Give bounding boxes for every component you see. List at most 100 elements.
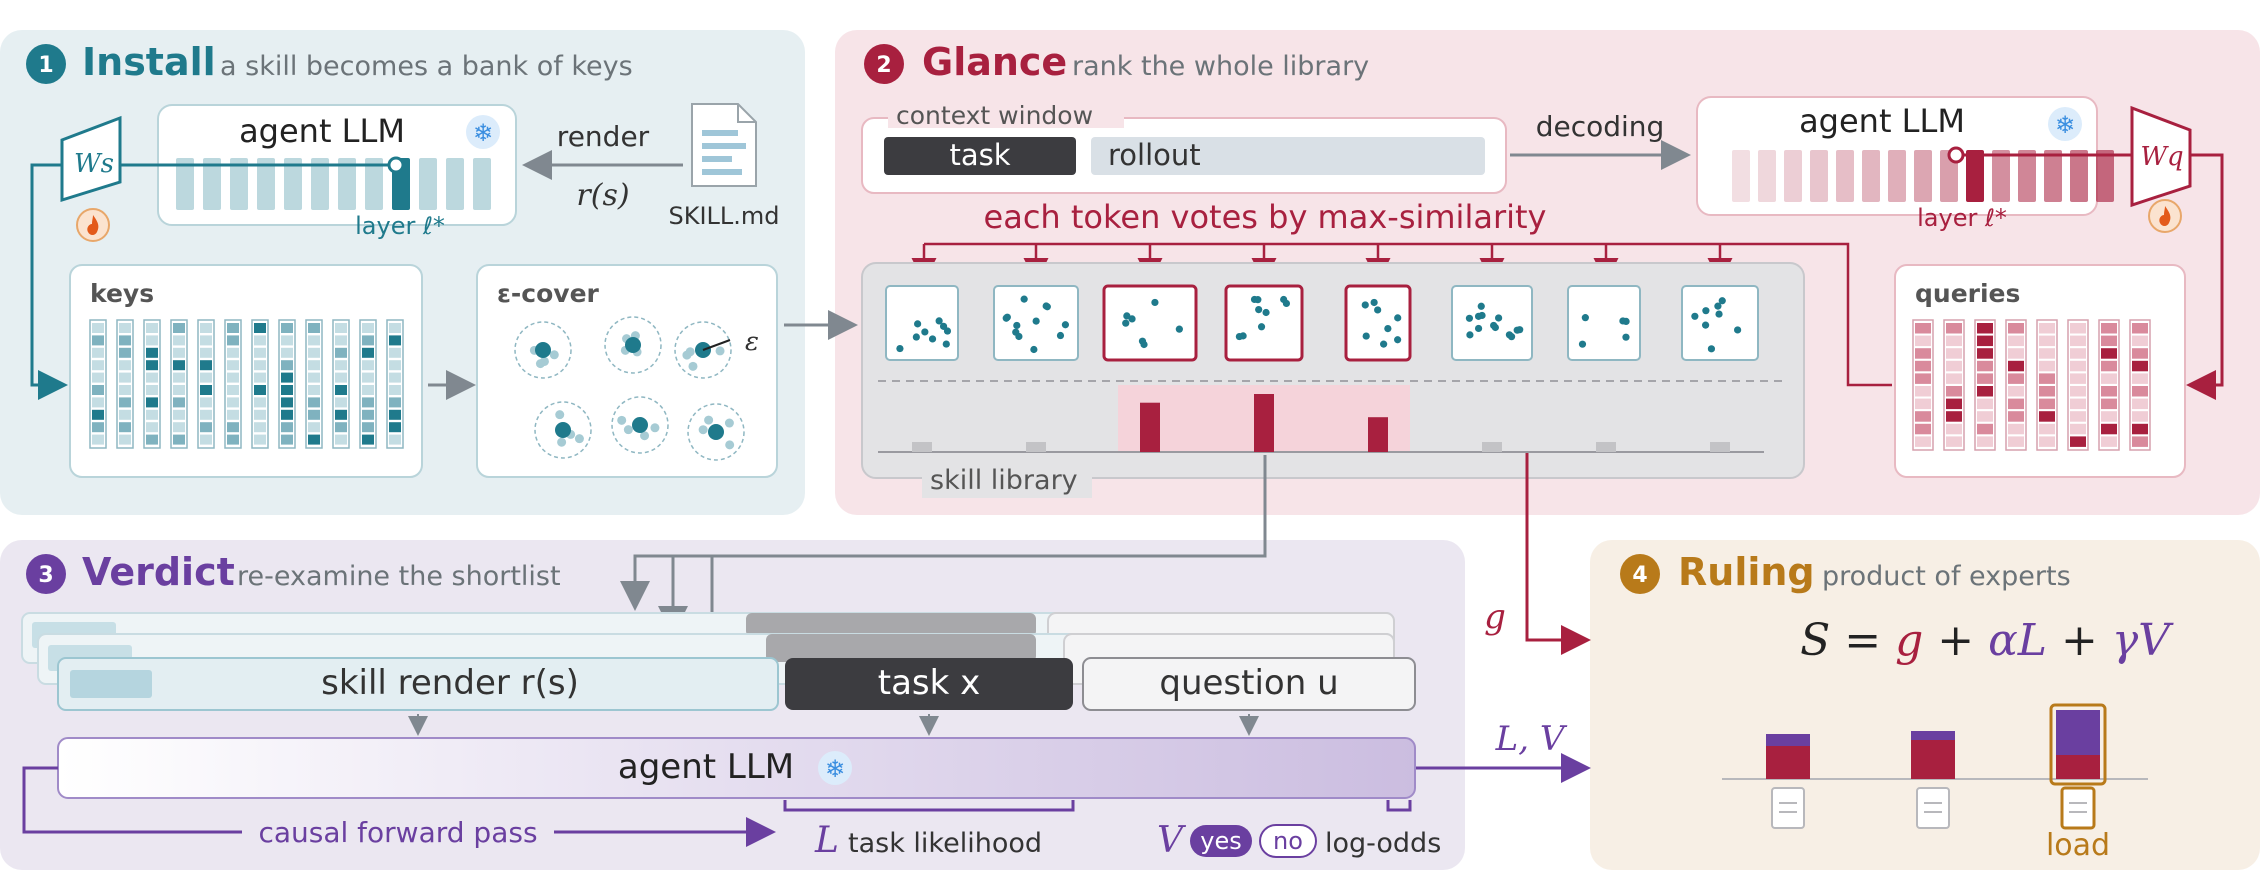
layer-token-bar (1732, 150, 1750, 202)
key-cell (227, 335, 239, 346)
key-cell (200, 409, 212, 420)
key-cell (200, 323, 212, 333)
query-cell (2070, 386, 2086, 397)
key-dot (1123, 312, 1131, 320)
key-cell (308, 434, 320, 445)
query-cell (2008, 323, 2024, 334)
key-dot (1255, 306, 1263, 314)
key-cell (335, 409, 347, 420)
skill-library: skill library (861, 262, 1805, 498)
query-cell (1977, 398, 1993, 410)
r-s-label: r(s) (576, 178, 629, 213)
epsilon-cover-label: ε-cover (497, 279, 600, 308)
key-cell (254, 347, 266, 358)
query-cell (2132, 411, 2148, 422)
query-cell (2008, 398, 2024, 410)
key-cell (335, 385, 347, 395)
key-cell (281, 397, 293, 408)
key-cell (389, 335, 401, 346)
key-cell (200, 360, 212, 371)
query-cell (1915, 436, 1931, 447)
key-dot (1361, 301, 1369, 309)
key-cell (362, 434, 374, 445)
key-dot (1254, 296, 1262, 304)
skill-card (1224, 284, 1304, 362)
key-dot (921, 328, 929, 336)
key-cell (146, 372, 158, 383)
key-dot (1701, 321, 1710, 329)
install-layer-label: layer ℓ* (355, 212, 445, 240)
key-cell (362, 323, 374, 333)
context-window: context window task rollout (861, 101, 1507, 194)
cover-center (632, 417, 648, 433)
query-cell (2070, 323, 2086, 334)
key-cell (119, 323, 131, 333)
key-cell (173, 347, 185, 358)
layer-token-bar (1888, 150, 1906, 202)
key-dot (1394, 314, 1402, 322)
key-cell (92, 360, 104, 371)
query-cell (1977, 323, 1993, 334)
query-cell (2070, 360, 2086, 372)
query-cell (1977, 335, 1993, 347)
keys-box: keys (69, 264, 423, 478)
key-cell (335, 323, 347, 333)
rollout-token-label: rollout (1108, 138, 1201, 172)
layer-token-bar (446, 158, 464, 210)
cover-center (708, 424, 724, 440)
query-cell (1946, 323, 1962, 334)
key-cell (281, 335, 293, 346)
layer-token-bar (284, 158, 302, 210)
query-cell (2070, 348, 2086, 359)
key-cell (362, 422, 374, 433)
query-cell (2101, 335, 2117, 347)
no-label: no (1273, 827, 1303, 855)
query-cell (1915, 360, 1931, 372)
query-cell (2101, 411, 2117, 422)
cover-point (555, 410, 565, 420)
cover-point (574, 434, 584, 444)
key-dot (1043, 303, 1051, 311)
key-cell (362, 385, 374, 395)
query-cell (1977, 360, 1993, 372)
key-cell (281, 372, 293, 383)
key-cell (389, 434, 401, 445)
query-cell (1977, 411, 1993, 422)
verdict-subtitle: re-examine the shortlist (237, 561, 561, 592)
query-cell (2101, 423, 2117, 435)
verdict-number: 3 (38, 563, 53, 588)
key-cell (173, 372, 185, 383)
cover-point (698, 425, 708, 435)
formula-eq: = (1830, 615, 1895, 666)
query-cell (2101, 360, 2117, 372)
layer-token-bar (176, 158, 194, 210)
key-dot (935, 317, 943, 325)
ruling-title: Ruling (1678, 550, 1815, 594)
layer-token-bar (1784, 150, 1802, 202)
key-cell (146, 347, 158, 358)
key-cell (119, 397, 131, 408)
formula-plus2: + (2047, 615, 2112, 666)
votes-label: each token votes by max-similarity (984, 198, 1547, 236)
key-dot (1516, 326, 1524, 334)
formula-gV: γV (2112, 615, 2174, 666)
key-cell (335, 372, 347, 383)
query-cell (2070, 373, 2086, 384)
key-cell (335, 422, 347, 433)
key-dot (1370, 298, 1378, 307)
svg-text:❄: ❄ (825, 755, 845, 783)
glance-title: Glance (922, 40, 1067, 84)
key-cell (281, 434, 293, 445)
key-cell (227, 347, 239, 358)
key-cell (254, 360, 266, 371)
key-cell (146, 335, 158, 346)
query-cell (2039, 411, 2055, 422)
question-u-card: question u (1082, 657, 1416, 711)
query-cell (1946, 411, 1962, 422)
key-dot (1020, 295, 1028, 303)
query-cell (2008, 411, 2024, 422)
cover-point (623, 425, 633, 435)
key-cell (227, 360, 239, 371)
query-cell (2070, 398, 2086, 410)
score-purple-segment (2056, 710, 2100, 755)
